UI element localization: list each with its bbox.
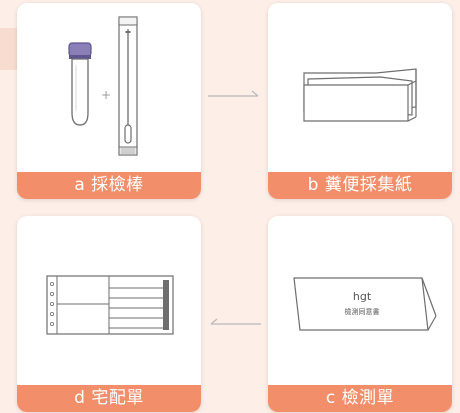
card-label: c 檢測單: [268, 385, 452, 412]
form-logo: hgt: [353, 290, 372, 303]
card-label: b 糞便採集紙: [268, 172, 452, 199]
card-consent-form: hgt 檢測同意書 c 檢測單: [268, 216, 452, 412]
arrow-left-icon: [210, 318, 261, 325]
svg-text:+: +: [101, 88, 111, 102]
card-collection-paper: b 糞便採集紙: [268, 3, 452, 199]
card-label: a 採檢棒: [17, 172, 201, 199]
card-sampling-kit: + a 採檢棒: [17, 3, 201, 199]
form-title: 檢測同意書: [345, 307, 380, 316]
tent-card-form-icon: hgt 檢測同意書: [293, 277, 437, 331]
test-tube-and-swab-icon: +: [68, 16, 138, 156]
folded-paper-icon: [303, 68, 417, 122]
arrow-right-icon: [208, 90, 259, 97]
delivery-slip-icon: [46, 275, 174, 335]
card-label: d 宅配單: [17, 385, 201, 412]
card-delivery-slip: d 宅配單: [17, 216, 201, 412]
